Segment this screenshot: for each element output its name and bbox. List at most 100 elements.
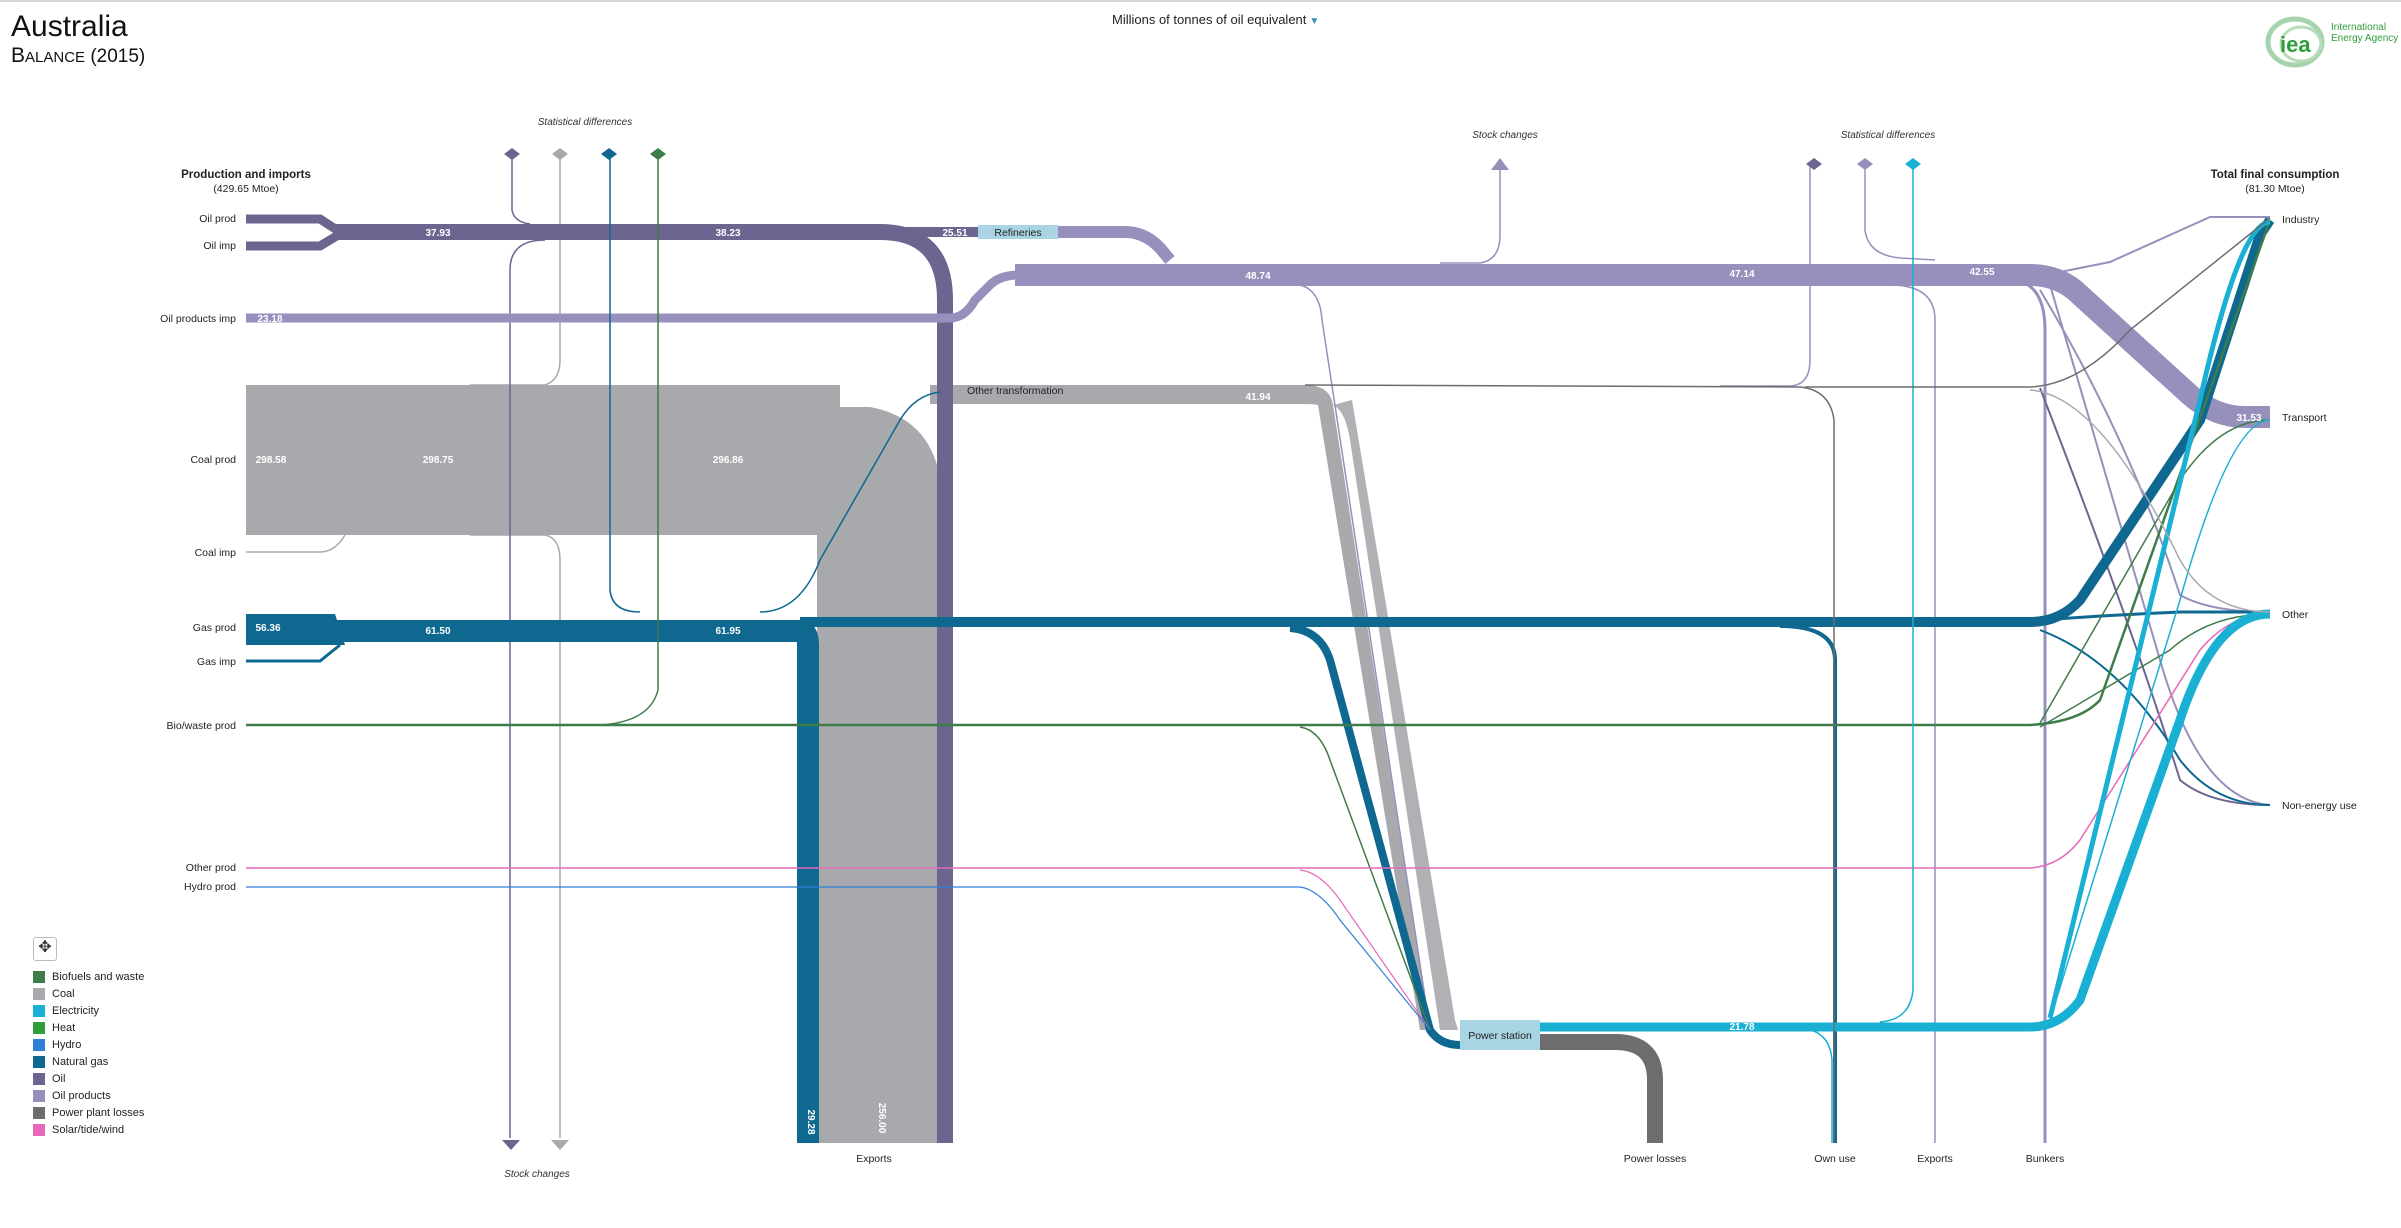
legend-item[interactable]: Solar/tide/wind: [33, 1121, 144, 1138]
legend-item[interactable]: Coal: [33, 985, 144, 1002]
sink-exports-left[interactable]: Exports: [856, 1153, 892, 1165]
sink-non-energy-use[interactable]: Non-energy use: [2282, 800, 2357, 812]
value-coal-other: 41.94: [1245, 392, 1270, 403]
coal-imp-flow[interactable]: [246, 534, 346, 553]
coal-flow-other-transformation[interactable]: [930, 385, 1430, 1030]
oil-products-power[interactable]: [1299, 284, 1431, 1031]
other-transformation-line[interactable]: [1304, 384, 1835, 1143]
source-coal-prod[interactable]: Coal prod: [190, 454, 236, 466]
oil-imp-flow[interactable]: [246, 230, 343, 251]
gas-own-use[interactable]: [1779, 624, 1837, 1143]
bio-to-transport[interactable]: [2039, 419, 2271, 724]
legend-item[interactable]: Natural gas: [33, 1053, 144, 1070]
oil-products-stat-diff[interactable]: [1864, 162, 1936, 261]
source-oil-imp[interactable]: Oil imp: [203, 240, 236, 252]
value-oil-c: 25.51: [942, 228, 967, 239]
legend-item[interactable]: Oil: [33, 1070, 144, 1087]
gas-main-flow[interactable]: [335, 620, 819, 1143]
oil-products-bunkers[interactable]: [2014, 278, 2047, 1143]
coal-stock-change[interactable]: [470, 534, 561, 1138]
legend-swatch-icon: [33, 1106, 45, 1119]
legend-item[interactable]: Oil products: [33, 1087, 144, 1104]
electricity-to-transport[interactable]: [2049, 419, 2271, 1021]
sink-own-use[interactable]: Own use: [1814, 1153, 1856, 1165]
stat-diff-right-label: Statistical differences: [1841, 130, 1936, 141]
gas-prod-flow[interactable]: [246, 614, 345, 645]
power-losses-flow[interactable]: [1540, 1034, 1663, 1143]
sink-other[interactable]: Other: [2282, 609, 2309, 621]
bio-stat-diff[interactable]: [599, 158, 659, 726]
production-total: (429.65 Mtoe): [213, 183, 278, 195]
legend-item[interactable]: Power plant losses: [33, 1104, 144, 1121]
oil-products-nonenergy-2[interactable]: [2039, 387, 2271, 806]
electricity-own-use[interactable]: [1809, 1029, 1833, 1143]
gas-to-power[interactable]: [1289, 624, 1461, 1049]
legend-item[interactable]: Biofuels and waste: [33, 968, 144, 985]
oil-products-industry[interactable]: [2044, 216, 2270, 276]
oil-products-stock-change[interactable]: [1440, 166, 1501, 264]
legend-label: Heat: [52, 1021, 76, 1034]
oil-prod-flow[interactable]: [246, 214, 343, 236]
stat-diff-oil-marker: [504, 148, 520, 160]
source-coal-imp[interactable]: Coal imp: [195, 547, 237, 559]
gas-imp-flow[interactable]: [246, 643, 341, 663]
bio-prod-flow[interactable]: [246, 219, 2272, 727]
value-oil-products-c: 42.55: [1969, 267, 1994, 278]
electricity-flow[interactable]: [1540, 609, 2271, 1032]
value-gas-b: 61.50: [425, 626, 450, 637]
sink-industry[interactable]: Industry: [2282, 214, 2320, 226]
source-oil-products-imp[interactable]: Oil products imp: [160, 313, 236, 325]
oil-products-main[interactable]: [1015, 264, 2270, 428]
legend-item[interactable]: Electricity: [33, 1002, 144, 1019]
source-gas-prod[interactable]: Gas prod: [193, 622, 236, 634]
source-oil-prod[interactable]: Oil prod: [199, 213, 236, 225]
oil-products-refinery-out[interactable]: [1058, 226, 1175, 264]
other-transformation-label[interactable]: Other transformation: [967, 385, 1063, 397]
source-gas-imp[interactable]: Gas imp: [197, 656, 236, 668]
other-transformation-to-other[interactable]: [2029, 389, 2271, 613]
sink-bunkers[interactable]: Bunkers: [2026, 1153, 2065, 1165]
electricity-stat-diff[interactable]: [1879, 162, 1914, 1023]
country-title: Australia: [11, 10, 128, 43]
gas-transmission[interactable]: [800, 217, 2275, 627]
power-station-label: Power station: [1468, 1030, 1532, 1042]
solar-prod-flow[interactable]: [246, 613, 2271, 869]
legend-item[interactable]: Heat: [33, 1019, 144, 1036]
unit-selector[interactable]: Millions of tonnes of oil equivalent▼: [1112, 12, 1319, 27]
source-other-prod[interactable]: Other prod: [186, 862, 236, 874]
oil-products-imp-flow[interactable]: [246, 270, 1021, 323]
oil-stock-change[interactable]: [509, 239, 546, 1138]
value-electricity: 21.78: [1729, 1022, 1754, 1033]
gas-to-other-transformation[interactable]: [759, 391, 941, 613]
oil-products-own-use[interactable]: [1720, 162, 1811, 387]
solar-to-power[interactable]: [1299, 869, 1431, 1031]
move-icon[interactable]: ✥: [33, 937, 57, 961]
coal-stat-diff[interactable]: [470, 158, 561, 386]
gas-stat-diff[interactable]: [609, 158, 641, 613]
sink-power-losses[interactable]: Power losses: [1624, 1153, 1686, 1165]
source-hydro-prod[interactable]: Hydro prod: [184, 881, 236, 893]
refineries-node[interactable]: [978, 225, 1058, 239]
power-station-node[interactable]: [1460, 1020, 1540, 1050]
oil-products-other[interactable]: [2039, 289, 2271, 613]
sink-exports-right[interactable]: Exports: [1917, 1153, 1953, 1165]
legend-label: Solar/tide/wind: [52, 1123, 125, 1136]
bio-to-power[interactable]: [1299, 726, 1431, 1031]
gas-to-other[interactable]: [2039, 610, 2270, 622]
value-oil-products-a: 48.74: [1245, 271, 1270, 282]
oil-products-exports[interactable]: [1889, 284, 1936, 1143]
value-gas-c: 61.95: [715, 626, 740, 637]
value-gas-a: 56.36: [255, 623, 280, 634]
source-biowaste-prod[interactable]: Bio/waste prod: [167, 720, 237, 732]
value-oil-a: 37.93: [425, 228, 450, 239]
coal-to-power-station[interactable]: [1333, 400, 1458, 1030]
hydro-prod-flow[interactable]: [246, 886, 1431, 1031]
top-border: [0, 0, 2401, 2]
oil-products-nonenergy[interactable]: [2049, 284, 2271, 806]
other-transformation-to-industry[interactable]: [1805, 217, 2271, 388]
sink-transport[interactable]: Transport: [2282, 412, 2327, 424]
coal-flow-main[interactable]: [246, 385, 942, 1143]
unit-label: Millions of tonnes of oil equivalent: [1112, 12, 1307, 27]
oil-stat-diff[interactable]: [511, 158, 531, 225]
legend-item[interactable]: Hydro: [33, 1036, 144, 1053]
